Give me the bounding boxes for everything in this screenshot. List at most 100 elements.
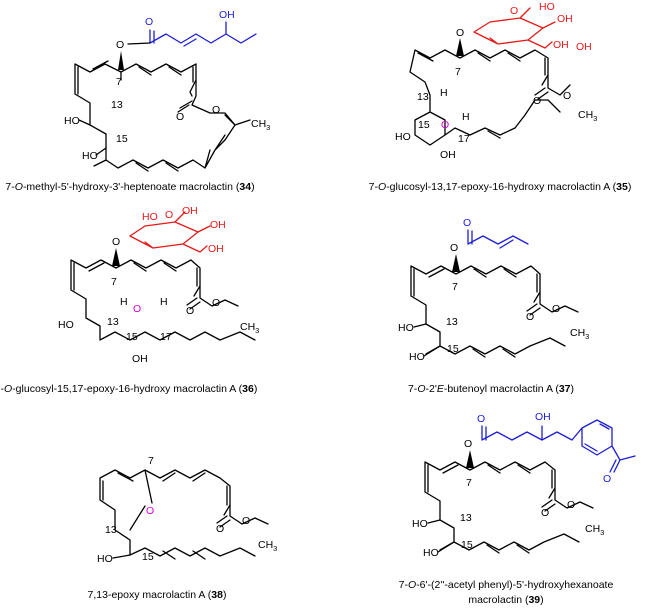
compound-37-carbonyl-o: O [526, 311, 534, 323]
compound-36-glucose [129, 211, 211, 253]
compound-36-structure: HO O OH OH OH O O O CH3 O 7 13 15 17 H H… [58, 205, 259, 365]
compound-35-sugar-oh3: OH [553, 39, 569, 51]
compound-36-glyc-o: O [112, 236, 120, 248]
compound-37-side-o: O [463, 217, 471, 229]
compound-38-c15-label: 15 [142, 551, 154, 563]
compound-35-epoxy-o: O [441, 119, 449, 131]
compound-36-carbonyl-o: O [186, 305, 194, 317]
compound-35-glucose [473, 7, 556, 49]
compound-35-c7-label: 7 [455, 66, 461, 78]
compound-34-oh13: HO [64, 115, 80, 127]
compound-38-c7-label: 7 [148, 455, 154, 467]
compound-37-structure: O O O O CH3 7 13 15 HO HO [398, 217, 589, 363]
compound-38-macrocycle [99, 469, 256, 557]
compound-34-acyl-o: O [116, 39, 124, 51]
compound-37-oh13: HO [398, 322, 414, 334]
compound-38-caption: 7,13-epoxy macrolactin A (38) [88, 589, 227, 601]
compound-34-side-chain [149, 21, 257, 47]
compound-35-sugar-oh2: OH [557, 13, 573, 25]
compound-35-c17-label: 17 [458, 133, 470, 145]
compound-36-epoxy-o: O [133, 303, 141, 315]
compound-37-macrocycle [410, 265, 566, 355]
compound-37-c15-label: 15 [447, 343, 459, 355]
compound-34-side-oh: OH [219, 9, 235, 21]
compound-36-sugar-oh2: OH [182, 205, 198, 217]
compound-36-oh13: HO [58, 319, 74, 331]
compound-39-caption-line2: macrolactin (39) [468, 594, 543, 606]
compound-37-ch3: CH3 [570, 327, 589, 341]
compound-38-carbonyl-o: O [216, 523, 224, 535]
compound-37-oh15: HO [409, 351, 425, 363]
compound-35-c13-label: 13 [417, 91, 429, 103]
compound-35-structure: O HO OH OH OH O O O CH3 O 7 13 15 17 H H… [395, 1, 597, 161]
compound-38-structure: O O O CH3 7 13 15 HO [97, 455, 277, 565]
compound-35-sugar-ring-o: O [510, 5, 518, 17]
compound-35-sugar-oh1: HO [539, 1, 555, 13]
compound-36-sugar-ring-o: O [165, 209, 173, 221]
compound-37-acyl-o: O [450, 242, 458, 254]
compound-39-acyl-o: O [464, 438, 472, 450]
compound-36-c13-label: 13 [107, 316, 119, 328]
compound-37-c13-label: 13 [446, 316, 458, 328]
compound-37-butenoyl [467, 229, 529, 249]
compound-36-sugar-oh3: OH [210, 219, 226, 231]
compound-35-oh15: HO [395, 131, 411, 143]
compound-39-c7-label: 7 [466, 477, 472, 489]
compound-39-c15-label: 15 [461, 539, 473, 551]
compound-39-macrocycle [424, 461, 580, 551]
compound-36-c15-label: 15 [126, 331, 138, 343]
compound-39-side-chain [481, 419, 636, 473]
compound-35-ring-o: O [563, 90, 571, 102]
compound-36-sugar-oh4: OH [208, 243, 224, 255]
compound-34-c15-label: 15 [116, 133, 128, 145]
compound-36-oh16: OH [132, 353, 148, 365]
compound-39-caption-line1: 7-O-6'-(2''-acetyl phenyl)-5'-hydroxyhex… [399, 579, 614, 591]
compound-39-ester-o: O [477, 413, 485, 425]
compound-34-structure: O OH O O O CH3 7 13 15 HO HO [64, 9, 270, 172]
compound-38-ring-o: O [242, 515, 250, 527]
compound-35-ch3: CH3 [578, 109, 597, 123]
compound-36-h15: H [120, 296, 128, 308]
compound-34-ch3: CH3 [251, 118, 270, 132]
compound-34-oh15: HO [82, 150, 98, 162]
compound-36-caption: 7-O-glucosyl-15,17-epoxy-16-hydroxy macr… [0, 383, 257, 395]
compound-36-macrocycle [70, 259, 256, 341]
compound-38-oh15: HO [97, 553, 113, 565]
compound-37-ring-o: O [552, 303, 560, 315]
compound-34-c7-label: 7 [116, 76, 122, 88]
compound-35-c15-label: 15 [418, 119, 430, 131]
compound-39-side-oh: OH [535, 411, 551, 423]
compound-35-h13: H [440, 87, 448, 99]
compound-39-oh15: HO [423, 547, 439, 559]
compound-37-c7-label: 7 [452, 281, 458, 293]
compound-36-ring-o: O [212, 297, 220, 309]
compound-36-c17-label: 17 [160, 331, 172, 343]
compound-36-ch3: CH3 [240, 321, 259, 335]
compound-36-sugar-oh1: HO [142, 211, 158, 223]
compound-38-c13-label: 13 [105, 524, 117, 536]
compound-37-caption: 7-O-2'E-butenoyl macrolactin A (37) [408, 383, 574, 395]
compound-35-glyc-o: O [456, 27, 464, 39]
compound-38-epoxy-o: O [146, 505, 154, 517]
compound-39-acetyl-o: O [603, 473, 611, 485]
compound-38-ch3: CH3 [258, 539, 277, 553]
compound-35-carbonyl-o: O [533, 95, 541, 107]
compound-35-oh16: OH [440, 149, 456, 161]
compound-34-caption: 7-O-methyl-5'-hydroxy-3'-heptenoate macr… [5, 181, 254, 193]
compound-36-c7-label: 7 [111, 276, 117, 288]
compound-35-sugar-oh4: OH [576, 41, 592, 53]
compound-39-structure: O OH O O O O CH3 7 13 15 HO HO [412, 411, 636, 559]
compound-34-c13-label: 13 [111, 99, 123, 111]
compound-39-c13-label: 13 [460, 512, 472, 524]
compound-36-h17: H [160, 296, 168, 308]
compound-35-h17: H [462, 111, 470, 123]
compound-39-ring-o: O [567, 499, 575, 511]
compound-34-carbonyl-o: O [145, 16, 153, 28]
compound-39-ch3: CH3 [585, 523, 604, 537]
compound-39-carbonyl-o: O [541, 507, 549, 519]
compound-35-caption: 7-O-glucosyl-13,17-epoxy-16-hydroxy macr… [369, 181, 632, 193]
compound-34-carbonyl-o-ring: O [176, 111, 184, 123]
compound-35-macrocycle [409, 49, 561, 146]
compound-34-ester-o: O [212, 104, 220, 116]
